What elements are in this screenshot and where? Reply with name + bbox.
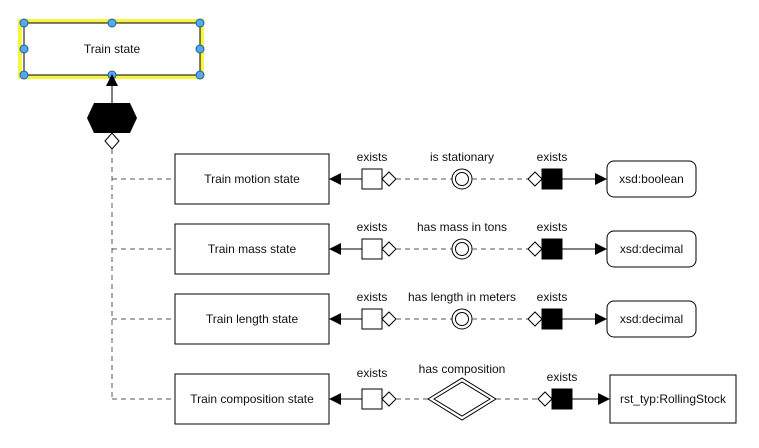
- left-role-label: exists: [357, 220, 388, 234]
- resize-handle[interactable]: [107, 18, 117, 28]
- target-type[interactable]: xsd:boolean: [606, 160, 697, 198]
- relation-label: has composition: [419, 362, 506, 376]
- target-type-box: [606, 300, 697, 338]
- target-type-label: xsd:boolean: [619, 172, 684, 186]
- root-entity[interactable]: Train state: [18, 18, 205, 80]
- right-arrowhead: [595, 173, 607, 185]
- subtype-row: Train mass state exists has mass in tons ex…: [112, 220, 697, 275]
- right-arrowhead: [595, 313, 607, 325]
- subtype-entity[interactable]: Train composition state: [174, 373, 330, 425]
- target-type[interactable]: xsd:decimal: [606, 300, 697, 338]
- left-arrowhead: [329, 243, 341, 255]
- entity-box: [174, 373, 330, 425]
- generalization-diamond: [104, 132, 120, 150]
- right-role-diamond: [527, 311, 543, 327]
- target-type-box: [609, 374, 737, 424]
- subtype-entity[interactable]: Train length state: [174, 293, 330, 345]
- target-type-label: xsd:decimal: [620, 312, 683, 326]
- right-arrowhead: [598, 393, 610, 405]
- target-type-box: [606, 160, 697, 198]
- entity-box: [174, 153, 330, 205]
- entity-label: Train mass state: [208, 242, 297, 256]
- left-role-diamond: [381, 391, 397, 407]
- right-role-diamond: [527, 241, 543, 257]
- right-arrowhead: [595, 243, 607, 255]
- right-role-label: exists: [537, 220, 568, 234]
- target-type-box: [606, 230, 697, 268]
- resize-handle[interactable]: [195, 44, 205, 54]
- left-role-label: exists: [357, 366, 388, 380]
- entity-box: [174, 223, 330, 275]
- right-role-box[interactable]: [541, 168, 563, 190]
- entity-label: Train motion state: [204, 172, 300, 186]
- right-role-diamond: [537, 391, 553, 407]
- relation-label: has length in meters: [408, 290, 516, 304]
- attribute-inner-circle: [455, 312, 469, 326]
- right-role-label: exists: [537, 290, 568, 304]
- subtype-entity[interactable]: Train mass state: [174, 223, 330, 275]
- resize-handle[interactable]: [19, 44, 29, 54]
- left-role-diamond: [381, 241, 397, 257]
- left-role-diamond: [381, 311, 397, 327]
- resize-handle[interactable]: [19, 18, 29, 28]
- left-role-box[interactable]: [361, 388, 383, 410]
- resize-handle[interactable]: [195, 70, 205, 80]
- root-entity-label: Train state: [84, 42, 141, 56]
- left-role-box[interactable]: [361, 308, 383, 330]
- right-role-label: exists: [537, 150, 568, 164]
- generalization-arrowhead: [106, 74, 118, 86]
- selection-handles[interactable]: [19, 18, 205, 80]
- relationship-inner-diamond: [433, 381, 491, 417]
- target-type-label: rst_typ:RollingStock: [620, 392, 727, 406]
- right-role-box[interactable]: [541, 308, 563, 330]
- entity-box: [174, 293, 330, 345]
- right-role-box[interactable]: [551, 388, 573, 410]
- attribute-inner-circle: [455, 172, 469, 186]
- target-type[interactable]: xsd:decimal: [606, 230, 697, 268]
- left-arrowhead: [329, 313, 341, 325]
- subtype-row: Train motion state exists is stationary exi…: [112, 150, 697, 205]
- target-type[interactable]: rst_typ:RollingStock: [609, 374, 737, 424]
- generalization-hexagon: [87, 103, 137, 133]
- generalization-node[interactable]: [87, 74, 137, 150]
- left-role-diamond: [381, 171, 397, 187]
- attribute-inner-circle: [455, 242, 469, 256]
- left-role-box[interactable]: [361, 238, 383, 260]
- entity-label: Train composition state: [190, 392, 314, 406]
- entity-label: Train length state: [206, 312, 299, 326]
- attribute-node[interactable]: [451, 238, 473, 260]
- relationship-node[interactable]: [427, 377, 497, 421]
- right-role-box[interactable]: [541, 238, 563, 260]
- target-type-label: xsd:decimal: [620, 242, 683, 256]
- subtype-rows: Train motion state exists is stationary exi…: [112, 150, 737, 425]
- attribute-node[interactable]: [451, 308, 473, 330]
- left-role-box[interactable]: [361, 168, 383, 190]
- left-role-label: exists: [357, 150, 388, 164]
- subtype-entity[interactable]: Train motion state: [174, 153, 330, 205]
- right-role-diamond: [527, 171, 543, 187]
- resize-handle[interactable]: [19, 70, 29, 80]
- relation-label: has mass in tons: [417, 220, 507, 234]
- subtype-row: Train composition state exists has composi…: [112, 362, 737, 425]
- left-role-label: exists: [357, 290, 388, 304]
- relation-label: is stationary: [430, 150, 494, 164]
- right-role-label: exists: [547, 370, 578, 384]
- subtype-row: Train length state exists has length in me…: [112, 290, 697, 345]
- left-arrowhead: [329, 173, 341, 185]
- attribute-node[interactable]: [451, 168, 473, 190]
- resize-handle[interactable]: [195, 18, 205, 28]
- left-arrowhead: [329, 393, 341, 405]
